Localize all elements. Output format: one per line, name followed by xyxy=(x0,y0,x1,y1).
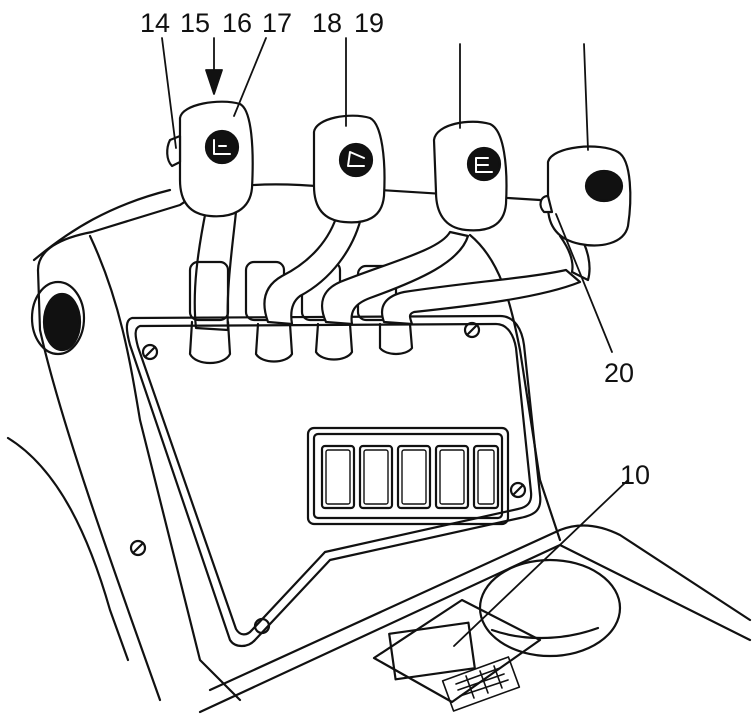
left-knob-ring xyxy=(32,282,84,354)
callout-19: 19 xyxy=(354,8,385,38)
control-panel-plate xyxy=(127,316,540,646)
callout-15: 15 xyxy=(180,8,211,38)
lever-1 xyxy=(167,102,252,330)
leader-lines xyxy=(162,38,628,646)
rocker-switch-3 xyxy=(398,446,430,508)
console-inner-side xyxy=(90,236,240,700)
callout-10: 10 xyxy=(620,460,651,490)
rocker-switch-5 xyxy=(474,446,498,508)
rocker-switch-1 xyxy=(322,446,354,508)
leader-20 xyxy=(556,214,612,352)
tray-recess xyxy=(374,600,540,702)
control-panel-plate-inner xyxy=(136,324,532,634)
lever-4-button-icon xyxy=(586,171,622,201)
rocker-switch-4 xyxy=(436,446,468,508)
tray-keypad xyxy=(443,657,520,711)
lever-4-side-trigger xyxy=(541,196,552,212)
screw-icon xyxy=(511,483,525,497)
leader-10 xyxy=(454,480,628,646)
leader-15-arrowhead-icon xyxy=(206,70,222,94)
seat-side-curve xyxy=(8,438,128,660)
callout-18: 18 xyxy=(312,8,343,38)
callout-16: 16 xyxy=(222,8,253,38)
console-housing-side xyxy=(38,270,160,700)
cupholder xyxy=(480,560,620,656)
console-left-edge xyxy=(34,190,170,260)
callout-14: 14 xyxy=(140,8,171,38)
screw-icon xyxy=(131,541,145,555)
cupholder-inner xyxy=(492,628,598,638)
rocker-switches xyxy=(322,446,498,508)
screw-icon xyxy=(465,323,479,337)
lever-2 xyxy=(264,116,384,324)
switch-bank-frame xyxy=(308,428,508,524)
rocker-switch-2 xyxy=(360,446,392,508)
callout-20: 20 xyxy=(604,358,635,388)
leader-lever4 xyxy=(584,44,588,150)
left-knob-hole xyxy=(44,294,80,350)
tray-display xyxy=(389,623,475,680)
console-housing-top xyxy=(38,184,540,270)
lever-1-side-button xyxy=(167,136,180,166)
leader-14 xyxy=(162,38,176,148)
screw-icon xyxy=(143,345,157,359)
screw-hole-icon xyxy=(255,619,269,633)
lever-boots xyxy=(190,322,412,363)
lever-2-symbol-icon xyxy=(340,144,372,176)
lever-4 xyxy=(382,147,630,324)
lever-3 xyxy=(322,122,506,324)
callout-17: 17 xyxy=(262,8,293,38)
leader-17 xyxy=(234,38,266,116)
switch-bank-inner xyxy=(314,434,502,518)
lower-tray xyxy=(210,525,750,690)
